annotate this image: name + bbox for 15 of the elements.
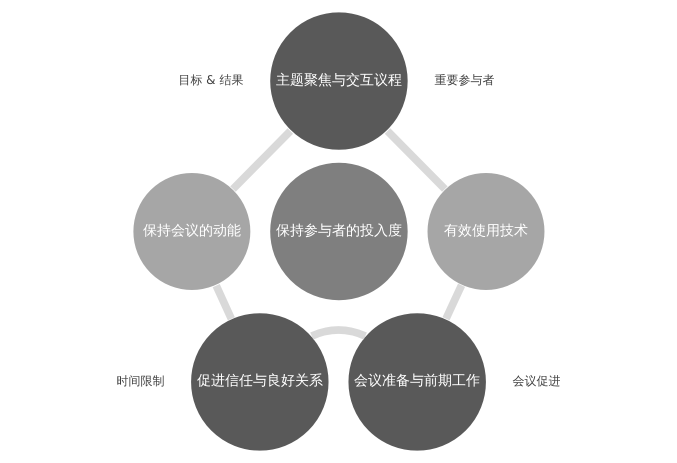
label: 目标 & 结果 [178, 73, 244, 88]
node-circle: 促进信任与良好关系 [190, 312, 330, 452]
connector [384, 128, 448, 192]
node-circle: 会议准备与前期工作 [348, 312, 487, 452]
node-circle: 保持参与者的投入度 [269, 162, 409, 302]
connector [442, 284, 466, 320]
connector [212, 284, 235, 320]
node-circle: 有效使用技术 [426, 172, 546, 291]
node-circle: 主题聚焦与交互议程 [269, 11, 409, 151]
connector [310, 326, 367, 340]
label: 时间限制 [116, 374, 164, 388]
connector [230, 128, 294, 192]
label: 会议促进 [512, 374, 561, 388]
label: 重要参与者 [434, 73, 494, 88]
node-circle: 保持会议的动能 [132, 172, 252, 291]
